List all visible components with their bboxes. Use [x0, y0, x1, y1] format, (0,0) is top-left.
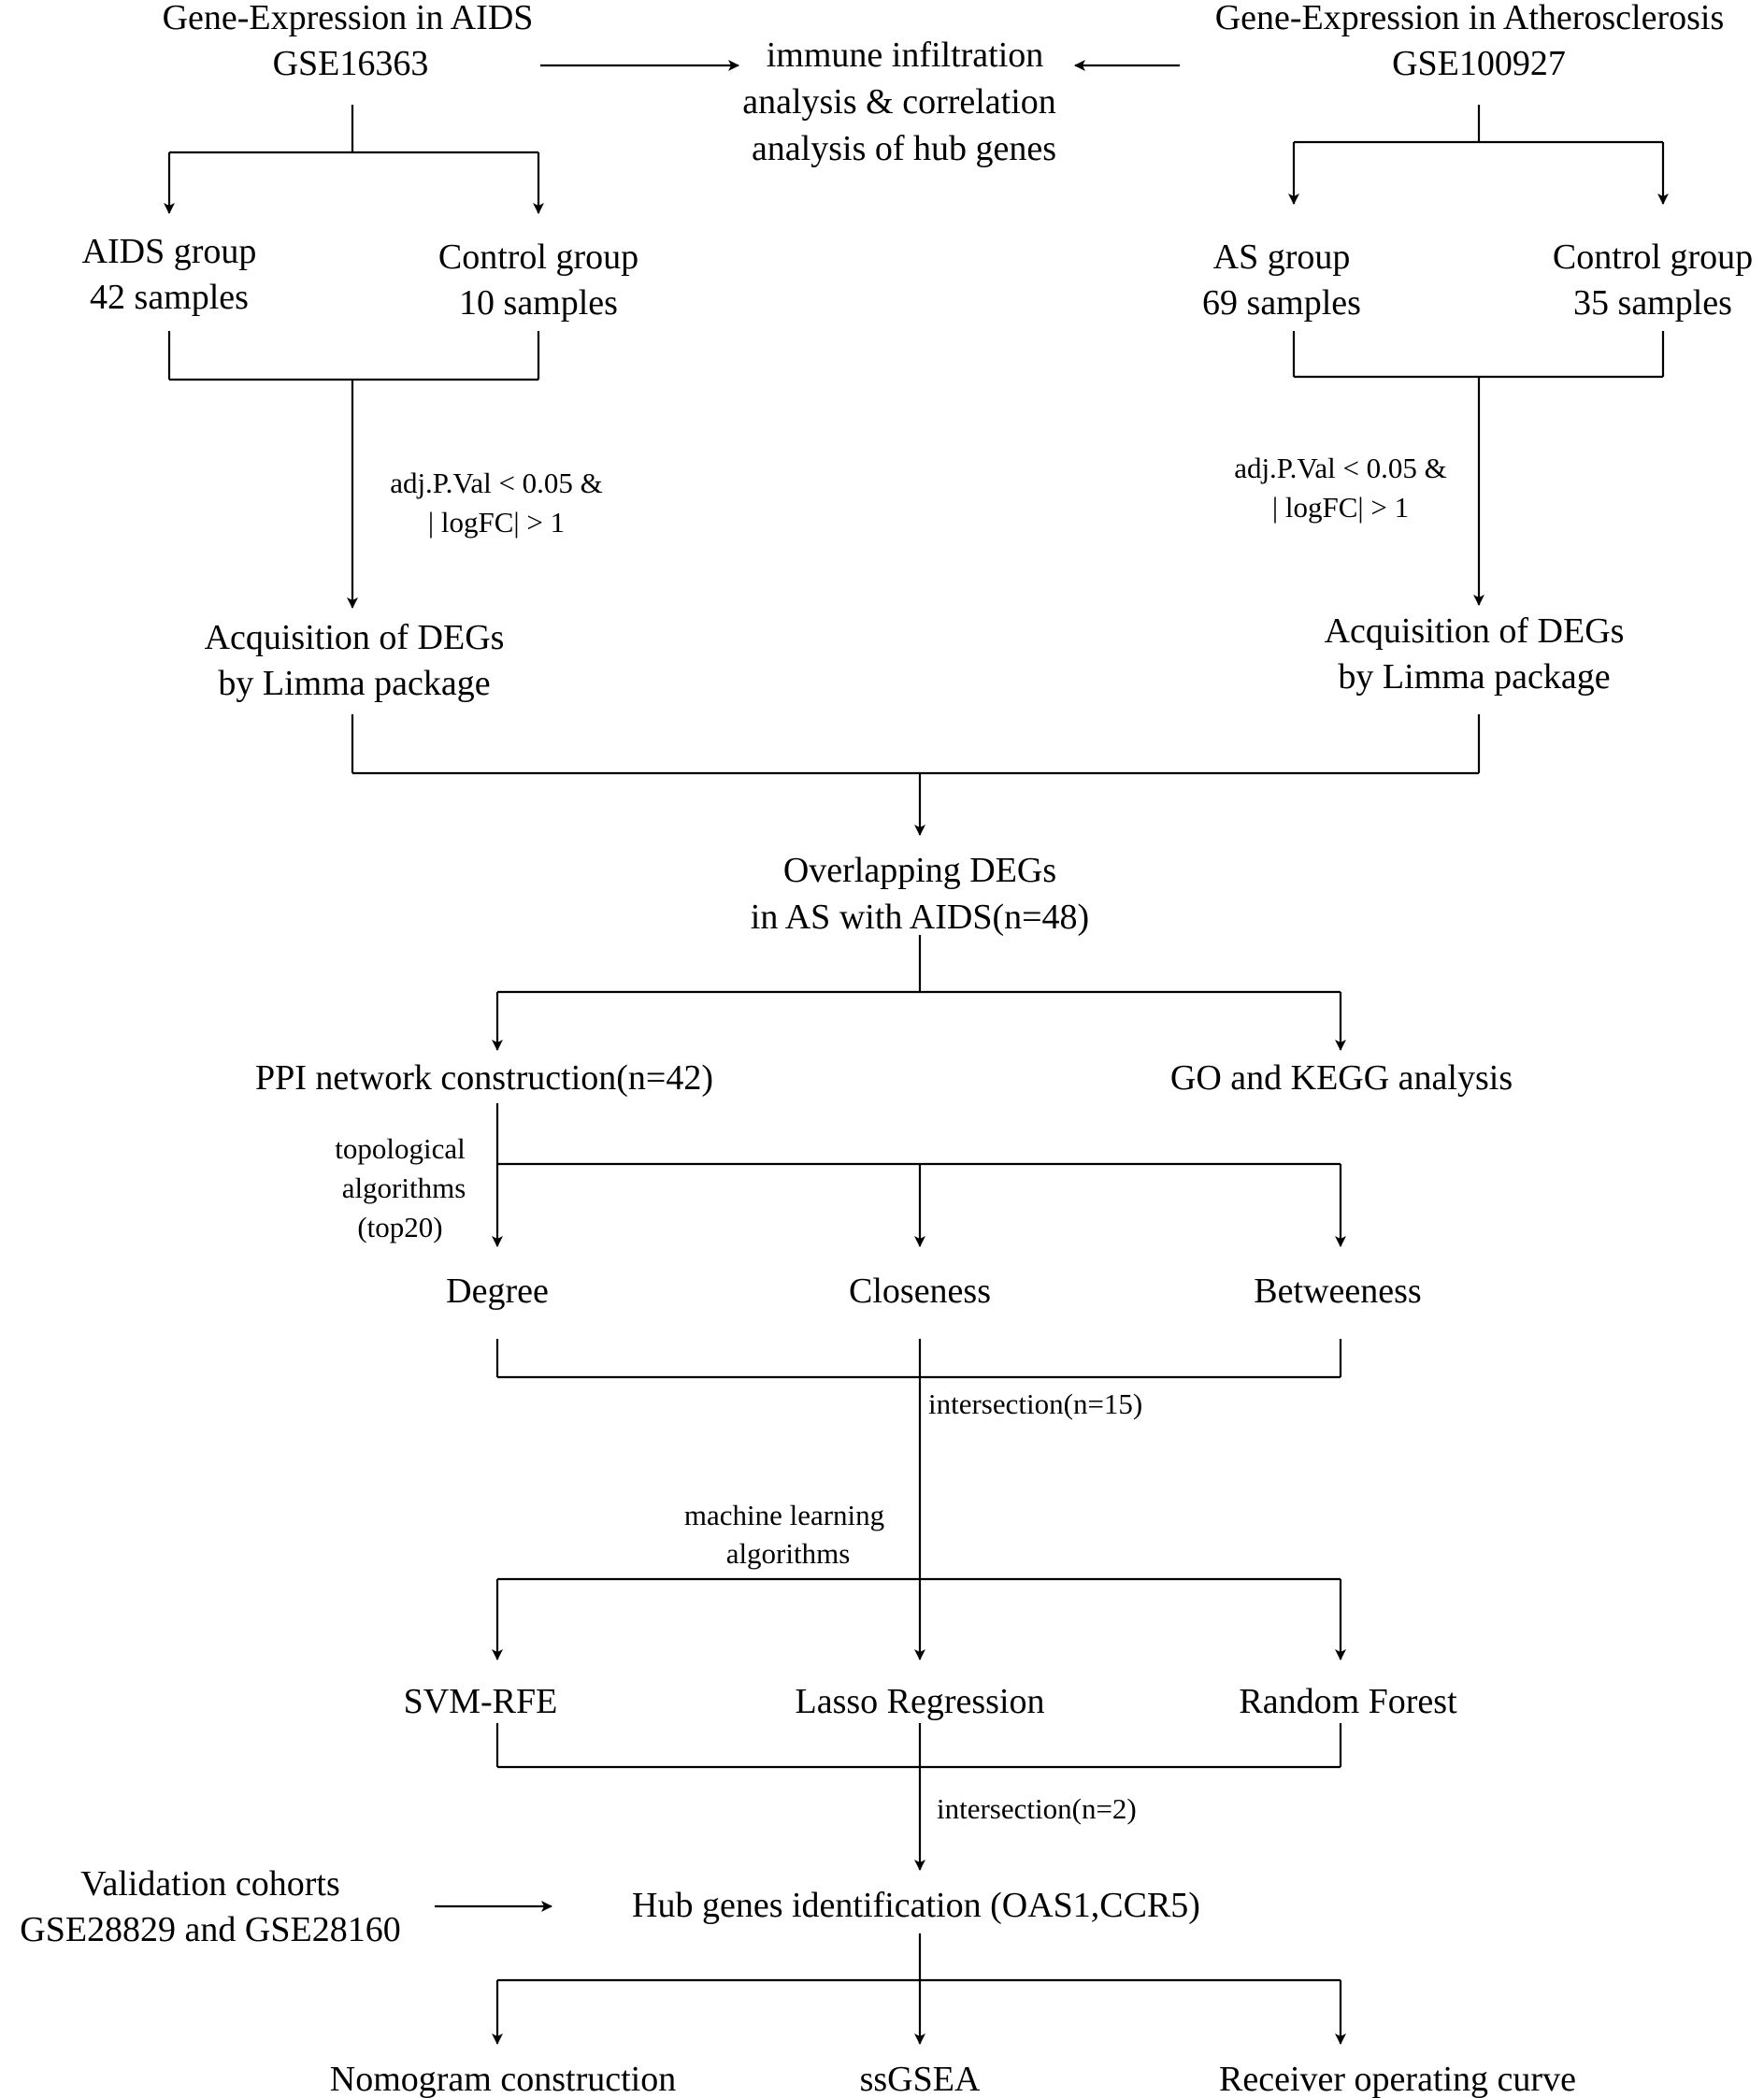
validation-line1: Validation cohorts	[80, 1864, 340, 1904]
immune-analysis-line3: analysis of hub genes	[752, 129, 1056, 168]
left-degs-line1: Acquisition of DEGs	[205, 618, 505, 657]
roc-node: Receiver operating curve	[1219, 2060, 1576, 2098]
node-labels: Gene-Expression in AIDS GSE16363 Gene-Ex…	[20, 0, 1753, 2098]
left-degs-line2: by Limma package	[218, 664, 490, 703]
immune-analysis-line1: immune infiltration	[767, 36, 1044, 75]
right-degs-line2: by Limma package	[1338, 657, 1610, 697]
validation-line2: GSE28829 and GSE28160	[20, 1910, 400, 1949]
immune-analysis-line2: analysis & correlation	[742, 82, 1056, 122]
random-forest-node: Random Forest	[1239, 1682, 1457, 1721]
aids-dataset-title: Gene-Expression in AIDS	[163, 0, 534, 37]
as-group-label: AS group	[1213, 237, 1351, 277]
filter-right-line2: | logFC| > 1	[1272, 491, 1409, 524]
aids-control-count: 10 samples	[459, 283, 618, 323]
nomogram-node: Nomogram construction	[330, 2060, 676, 2098]
filter-right-line1: adj.P.Val < 0.05 &	[1234, 452, 1447, 484]
topology-line3: (top20)	[357, 1211, 442, 1243]
aids-control-label: Control group	[438, 237, 638, 277]
svm-rfe-node: SVM-RFE	[404, 1682, 558, 1721]
go-kegg-node: GO and KEGG analysis	[1170, 1058, 1513, 1098]
edge-labels: adj.P.Val < 0.05 & | logFC| > 1 adj.P.Va…	[335, 452, 1447, 1825]
as-dataset-id: GSE100927	[1392, 44, 1566, 83]
closeness-node: Closeness	[849, 1272, 991, 1311]
as-dataset-title: Gene-Expression in Atherosclerosis	[1215, 0, 1725, 37]
degree-node: Degree	[446, 1272, 549, 1311]
overlap-line2: in AS with AIDS(n=48)	[751, 898, 1089, 937]
topology-line2: algorithms	[342, 1171, 466, 1204]
ssgsea-node: ssGSEA	[860, 2060, 981, 2098]
as-control-count: 35 samples	[1573, 283, 1732, 323]
overlap-line1: Overlapping DEGs	[783, 851, 1056, 890]
hub-genes-node: Hub genes identification (OAS1,CCR5)	[632, 1886, 1200, 1925]
filter-left-line1: adj.P.Val < 0.05 &	[390, 467, 603, 499]
ml-line2: algorithms	[726, 1537, 851, 1570]
as-control-label: Control group	[1553, 237, 1753, 277]
ppi-node: PPI network construction(n=42)	[255, 1058, 713, 1098]
intersection-15-label: intersection(n=15)	[928, 1387, 1142, 1420]
aids-group-label: AIDS group	[82, 232, 257, 271]
ml-line1: machine learning	[684, 1499, 884, 1531]
betweeness-node: Betweeness	[1254, 1272, 1421, 1311]
topology-line1: topological	[335, 1132, 465, 1165]
aids-group-count: 42 samples	[90, 278, 249, 317]
filter-left-line2: | logFC| > 1	[428, 506, 565, 539]
lasso-node: Lasso Regression	[795, 1682, 1044, 1721]
intersection-2-label: intersection(n=2)	[937, 1792, 1137, 1825]
connectors	[164, 60, 1669, 2045]
aids-dataset-id: GSE16363	[273, 44, 429, 83]
as-group-count: 69 samples	[1202, 283, 1361, 323]
right-degs-line1: Acquisition of DEGs	[1325, 611, 1625, 651]
